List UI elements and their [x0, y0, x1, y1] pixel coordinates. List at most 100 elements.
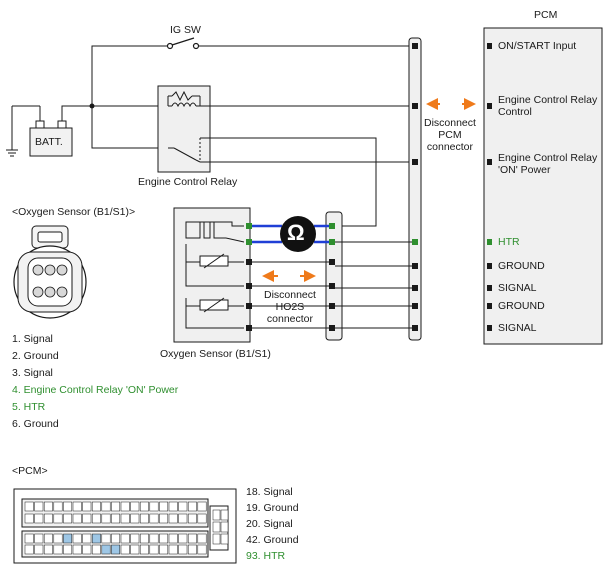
pcm-connector-cell	[168, 501, 178, 512]
pcm-connector-cell	[43, 533, 53, 544]
pcm-connector-pin-item: 42. Ground	[246, 534, 299, 546]
ig-switch	[166, 37, 200, 50]
pcm-connector-cell	[43, 544, 53, 555]
pcm-connector-cell	[139, 533, 149, 544]
pcm-connector-cell	[187, 501, 197, 512]
pcm-connector-cell	[111, 513, 121, 524]
pcm-connector-side-cell	[212, 521, 221, 533]
ohmmeter-leads	[252, 224, 329, 244]
engine-control-relay	[157, 85, 211, 173]
pcm-connector-cell	[178, 513, 188, 524]
pcm-connector-cell	[53, 501, 63, 512]
sensor-signal-wires	[252, 241, 412, 329]
pcm-connector-cell	[111, 501, 121, 512]
pcm-connector-cell	[159, 513, 169, 524]
power-wires	[61, 45, 415, 149]
pcm-connector-cell	[111, 544, 121, 555]
pcm-connector-cell	[82, 501, 92, 512]
pcm-connector-cell	[43, 513, 53, 524]
pcm-connector-cell	[43, 501, 53, 512]
pcm-connector-cell	[149, 533, 159, 544]
pcm-connector-cell	[130, 501, 140, 512]
pcm-connector-cell	[178, 544, 188, 555]
pcm-pin-label: HTR	[498, 236, 520, 248]
pcm-connector-cell	[82, 544, 92, 555]
pcm-connector-cells	[24, 501, 229, 555]
pcm-connector-cell	[34, 501, 44, 512]
ground-symbol	[6, 105, 41, 157]
relay-output-wires	[200, 105, 415, 227]
pcm-connector-cell	[63, 544, 73, 555]
pcm-connector-cell	[34, 544, 44, 555]
pcm-connector-cell	[72, 501, 82, 512]
pcm-connector-cell	[149, 513, 159, 524]
pcm-connector-cell	[91, 513, 101, 524]
pcm-connector-cell	[168, 513, 178, 524]
pcm-connector-cell	[72, 513, 82, 524]
pcm-connector-cell	[149, 544, 159, 555]
pcm-connector-cell	[34, 533, 44, 544]
pcm-connector-cell	[197, 513, 207, 524]
pcm-connector-cell	[139, 544, 149, 555]
ohmmeter	[280, 216, 316, 252]
pcm-connector-cell	[63, 501, 73, 512]
pcm-connector-cell	[187, 544, 197, 555]
pcm-connector-cell	[72, 533, 82, 544]
pcm-pin-label: GROUND	[498, 260, 545, 272]
pcm-connector-cell	[53, 533, 63, 544]
pcm-connector-cell	[72, 544, 82, 555]
battery	[29, 120, 73, 157]
pcm-connector-cell	[120, 513, 130, 524]
pcm-pin-label: GROUND	[498, 300, 545, 312]
pcm-connector-side-cell	[220, 521, 229, 533]
pcm-connector-cell	[197, 544, 207, 555]
relay-label: Engine Control Relay	[138, 176, 238, 188]
pcm-connector-cell	[120, 501, 130, 512]
pcm-connector-cell	[24, 501, 34, 512]
pcm-connector-side-cell	[212, 533, 221, 545]
pcm-connector-cell	[187, 513, 197, 524]
pcm-connector-cell	[197, 501, 207, 512]
pcm-connector-cell	[178, 533, 188, 544]
pcm-connector-cell	[130, 533, 140, 544]
pcm-connector-cell	[168, 533, 178, 544]
pcm-connector-cell	[82, 533, 92, 544]
pcm-pin-label: ON/START Input	[498, 40, 577, 52]
ig-switch-label: IG SW	[170, 24, 201, 36]
pcm-connector-cell	[130, 513, 140, 524]
pcm-connector-cell	[139, 513, 149, 524]
pcm-connector-cell	[178, 501, 188, 512]
pcm-connector-cell	[91, 533, 101, 544]
pcm-connector-cell	[53, 513, 63, 524]
oxygen-sensor-box	[173, 207, 252, 343]
ohm-symbol: Ω	[287, 220, 305, 245]
pcm-connector-cell	[82, 513, 92, 524]
pcm-connector-cell	[130, 544, 140, 555]
pcm-side-connector	[408, 37, 422, 341]
sensor-section-title: <Oxygen Sensor (B1/S1)>	[12, 206, 136, 218]
pcm-connector-cell	[24, 533, 34, 544]
pcm-connector-pin-item: 93. HTR	[246, 550, 286, 562]
sensor-pin-item: 5. HTR	[12, 401, 46, 413]
pcm-connector-pin-item: 19. Ground	[246, 502, 299, 514]
pcm-connector-side-cell	[212, 509, 221, 521]
pcm-pin-label: SIGNAL	[498, 322, 537, 334]
pcm-connector-cell	[168, 544, 178, 555]
pcm-connector-cell	[101, 533, 111, 544]
battery-label: BATT.	[35, 136, 63, 148]
pcm-connector-cell	[24, 544, 34, 555]
pcm-pin-label: SIGNAL	[498, 282, 537, 294]
pcm-box	[483, 27, 603, 345]
oxygen-sensor-connector-image	[13, 225, 87, 319]
pcm-connector-cell	[149, 501, 159, 512]
pcm-connector-cell	[159, 544, 169, 555]
pcm-section-title: <PCM>	[12, 465, 48, 477]
pcm-pin-label: Engine Control Relay 'ON' Power	[498, 152, 598, 177]
pcm-connector-cell	[101, 501, 111, 512]
disconnect-pcm-label: Disconnect PCM connector	[424, 117, 476, 154]
pcm-connector-cell	[120, 544, 130, 555]
pcm-connector-cell	[91, 501, 101, 512]
pcm-connector-cell	[34, 513, 44, 524]
pcm-connector-cell	[24, 513, 34, 524]
pcm-pin-label: Engine Control Relay Control	[498, 94, 598, 119]
